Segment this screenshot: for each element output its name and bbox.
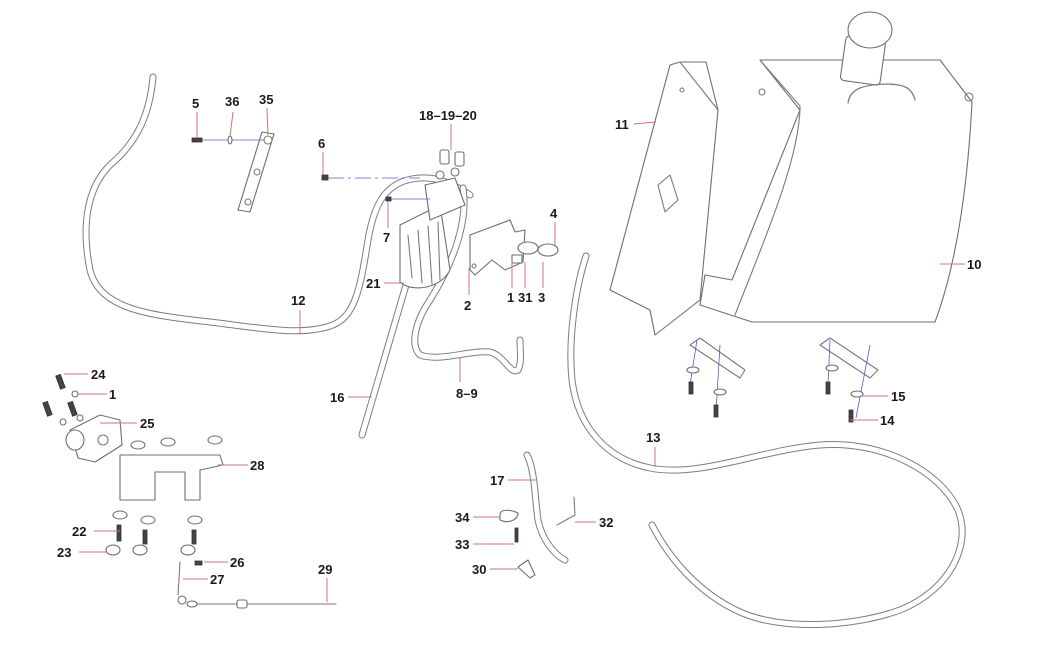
callout-35: 35	[259, 92, 273, 107]
washer-36	[227, 135, 233, 145]
clamp-34	[499, 509, 519, 523]
callout-21: 21	[366, 276, 380, 291]
screw-6	[321, 174, 329, 181]
callout-36: 36	[225, 94, 239, 109]
callout-8-9: 8–9	[456, 386, 478, 401]
rod-32	[556, 496, 576, 526]
leader-lines	[64, 107, 965, 602]
callout-27: 27	[210, 572, 224, 587]
bolts-24	[42, 373, 84, 426]
linkage-26-27	[177, 560, 203, 605]
tank-bolts	[686, 339, 871, 423]
callout-12: 12	[291, 293, 305, 308]
callout-7: 7	[383, 230, 390, 245]
bracket-35	[237, 131, 275, 213]
callout-6: 6	[318, 136, 325, 151]
callout-17: 17	[490, 473, 504, 488]
screw-7	[385, 196, 392, 202]
pump-assembly-25	[65, 414, 123, 463]
fitting-30	[517, 559, 536, 579]
callout-16: 16	[330, 390, 344, 405]
hose-13	[567, 252, 966, 629]
callout-10: 10	[967, 257, 981, 272]
callout-25: 25	[140, 416, 154, 431]
callout-31: 31	[518, 290, 532, 305]
bolt-5	[191, 137, 203, 143]
callout-30: 30	[472, 562, 486, 577]
callout-29: 29	[318, 562, 332, 577]
callout-1-bottom: 1	[109, 387, 116, 402]
callout-18-19-20: 18–19–20	[419, 108, 477, 123]
hose-17	[523, 451, 569, 564]
callout-1-top: 1	[507, 290, 514, 305]
cable-29	[186, 599, 337, 609]
callout-22: 22	[72, 524, 86, 539]
callout-2: 2	[464, 298, 471, 313]
callout-11: 11	[615, 117, 629, 132]
callout-32: 32	[599, 515, 613, 530]
callout-4: 4	[550, 206, 558, 221]
clamp-4	[511, 241, 559, 264]
callout-15: 15	[891, 389, 905, 404]
fuel-filter-21	[399, 149, 466, 289]
bracket-28	[119, 435, 224, 501]
callout-33: 33	[455, 537, 469, 552]
callout-28: 28	[250, 458, 264, 473]
callout-26: 26	[230, 555, 244, 570]
callout-3: 3	[538, 290, 545, 305]
callout-labels: 5 36 35 6 18–19–20 7 21 12 16 2 4 1 31 3…	[57, 92, 981, 587]
screw-33	[514, 527, 519, 543]
callout-14: 14	[880, 413, 895, 428]
callout-5: 5	[192, 96, 199, 111]
callout-13: 13	[646, 430, 660, 445]
heat-shield-11	[609, 61, 719, 336]
bracket-2	[469, 219, 526, 276]
tube-16	[358, 281, 410, 439]
callout-34: 34	[455, 510, 470, 525]
callout-24: 24	[91, 367, 106, 382]
hose-12	[82, 73, 474, 335]
fuel-tank-10	[689, 11, 974, 379]
mounts-22-23	[105, 510, 203, 556]
callout-23: 23	[57, 545, 71, 560]
